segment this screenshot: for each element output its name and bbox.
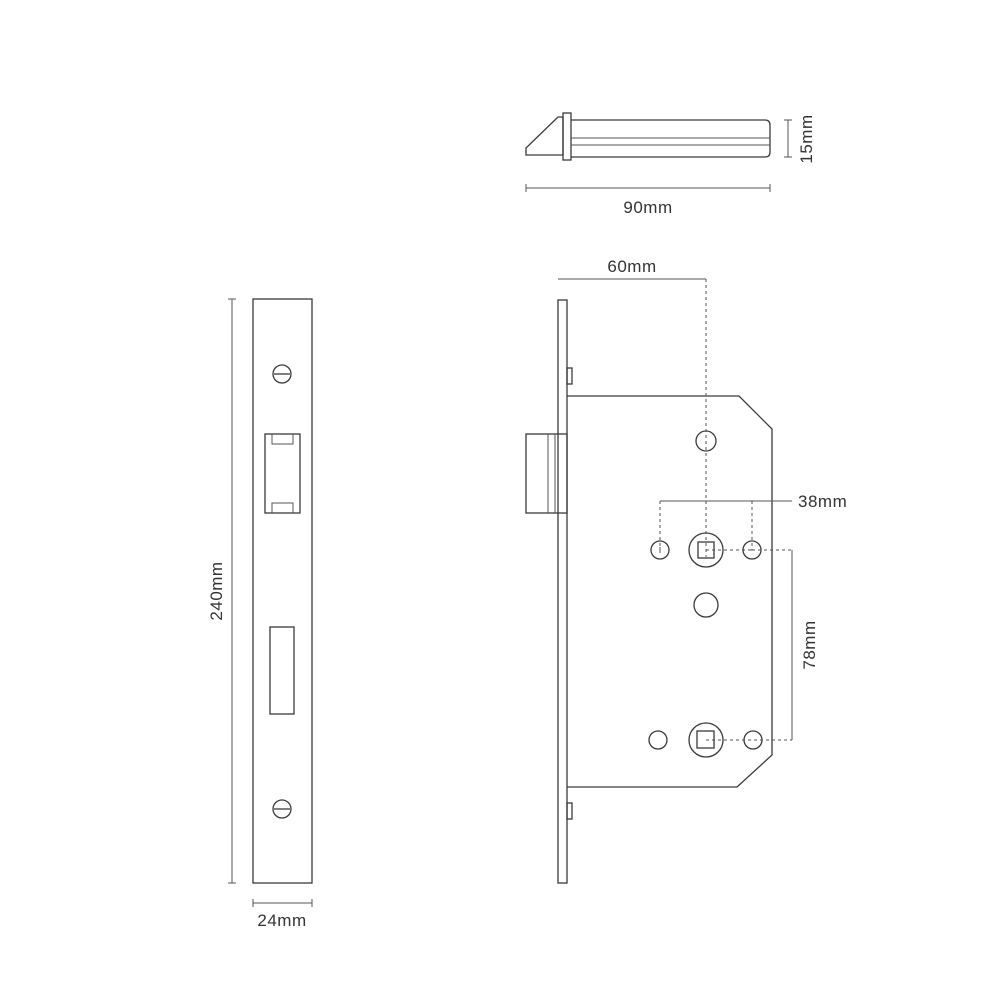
faceplate-front-view [252, 298, 313, 884]
bottom-fixing-hole-left [648, 730, 668, 750]
faceplate-width-dimension: 24mm [252, 899, 313, 930]
middle-hole [693, 592, 719, 618]
bolt-height-label: 15mm [797, 114, 816, 163]
fixing-centers-label: 38mm [798, 492, 847, 511]
latch-opening [264, 433, 301, 514]
backset-label: 60mm [607, 257, 656, 276]
faceplate-width-label: 24mm [257, 911, 306, 930]
latch-bolt [525, 433, 568, 514]
bolt-length-dimension: 90mm [525, 184, 771, 217]
top-screw-icon [272, 364, 292, 384]
bolt-side-view [525, 112, 771, 161]
lock-body-side-view [525, 299, 773, 884]
faceplate-height-label: 240mm [207, 561, 226, 620]
bottom-fixing-hole-right [743, 730, 763, 750]
fixing-centers-dimension: 38mm [659, 492, 847, 551]
bolt-length-label: 90mm [623, 198, 672, 217]
bottom-screw-icon [272, 799, 292, 819]
deadbolt-opening [269, 626, 295, 715]
bolt-height-dimension: 15mm [784, 114, 816, 164]
center-to-center-label: 78mm [800, 620, 819, 669]
faceplate-height-dimension: 240mm [207, 298, 236, 884]
backset-dimension: 60mm [558, 257, 707, 557]
center-to-center-dimension: 78mm [706, 549, 819, 741]
